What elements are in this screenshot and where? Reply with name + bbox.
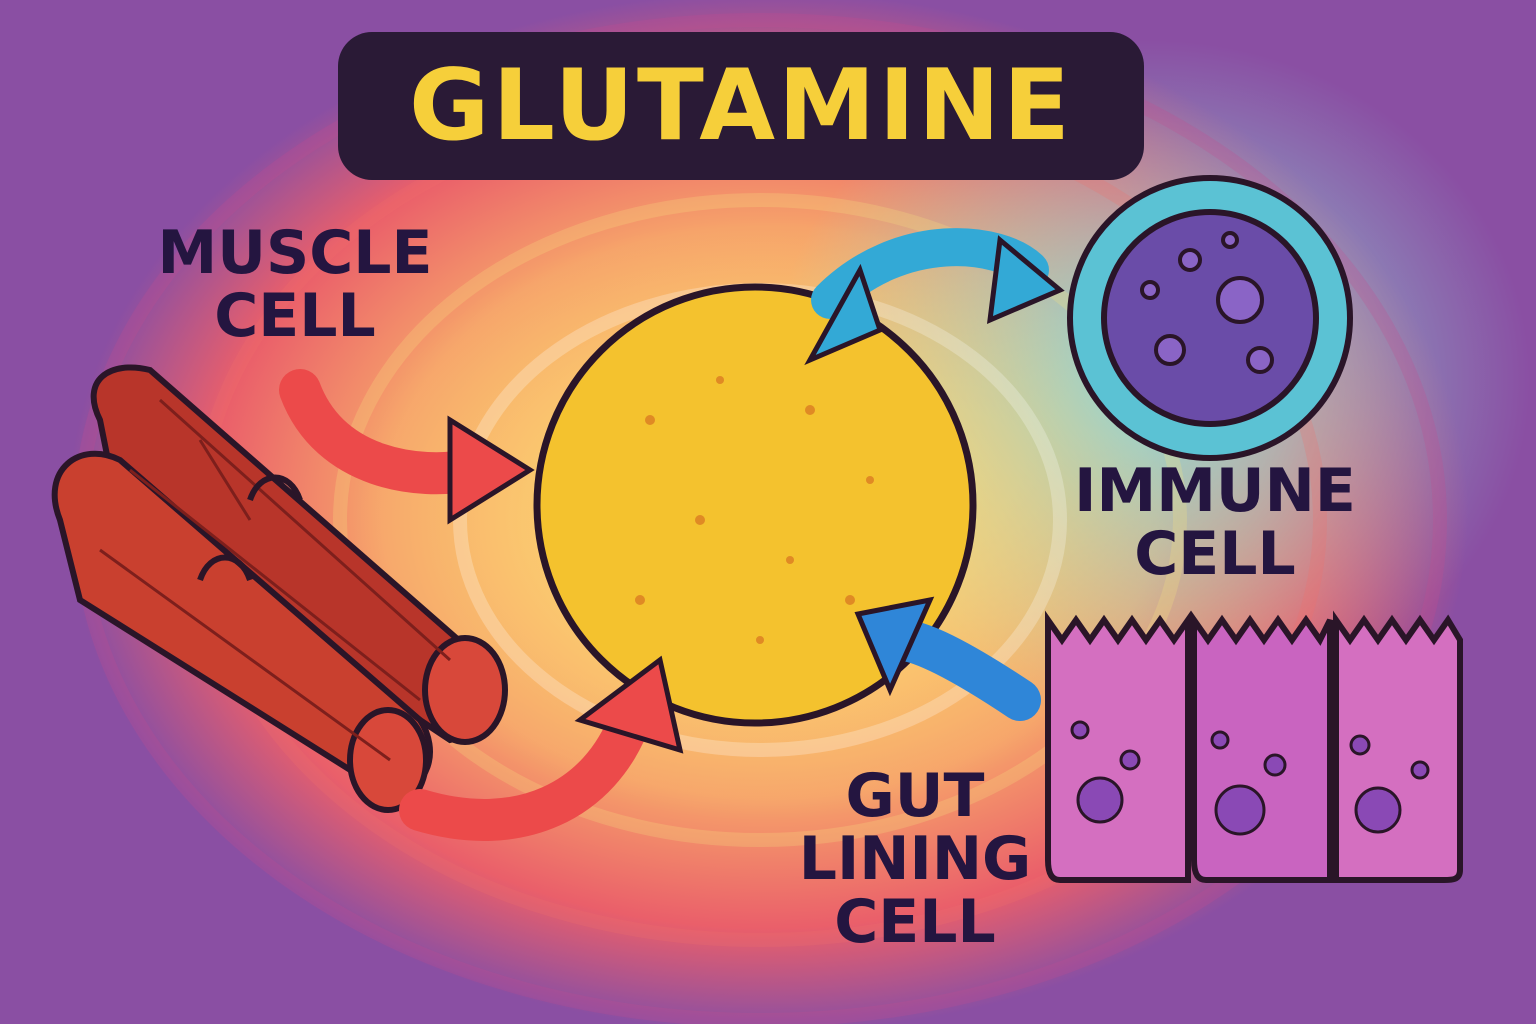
arrow-center-immune-exchange [804, 228, 1065, 366]
label-muscle-cell: MUSCLE CELL [140, 222, 450, 348]
label-gut-lining-cell: GUT LINING CELL [790, 765, 1040, 954]
arrow-muscle-to-center-upper [279, 369, 535, 525]
arrow-gut-to-center [854, 596, 1041, 721]
muscle-cell-illustration [51, 364, 508, 813]
label-immune-line1: IMMUNE [1074, 456, 1356, 526]
arrow-muscle-to-center-lower [399, 655, 684, 841]
label-gut-line1: GUT [845, 761, 985, 831]
label-immune-line2: CELL [1134, 519, 1296, 589]
label-gut-line3: CELL [834, 887, 996, 957]
title-banner: GLUTAMINE [338, 32, 1144, 180]
label-muscle-line1: MUSCLE [157, 218, 433, 288]
label-muscle-line2: CELL [214, 281, 376, 351]
label-immune-cell: IMMUNE CELL [1060, 460, 1370, 586]
label-gut-line2: LINING [798, 824, 1032, 894]
diagram-title: GLUTAMINE [409, 49, 1073, 163]
immune-cell-illustration [1067, 175, 1353, 461]
gut-lining-cells-illustration [1045, 610, 1463, 883]
